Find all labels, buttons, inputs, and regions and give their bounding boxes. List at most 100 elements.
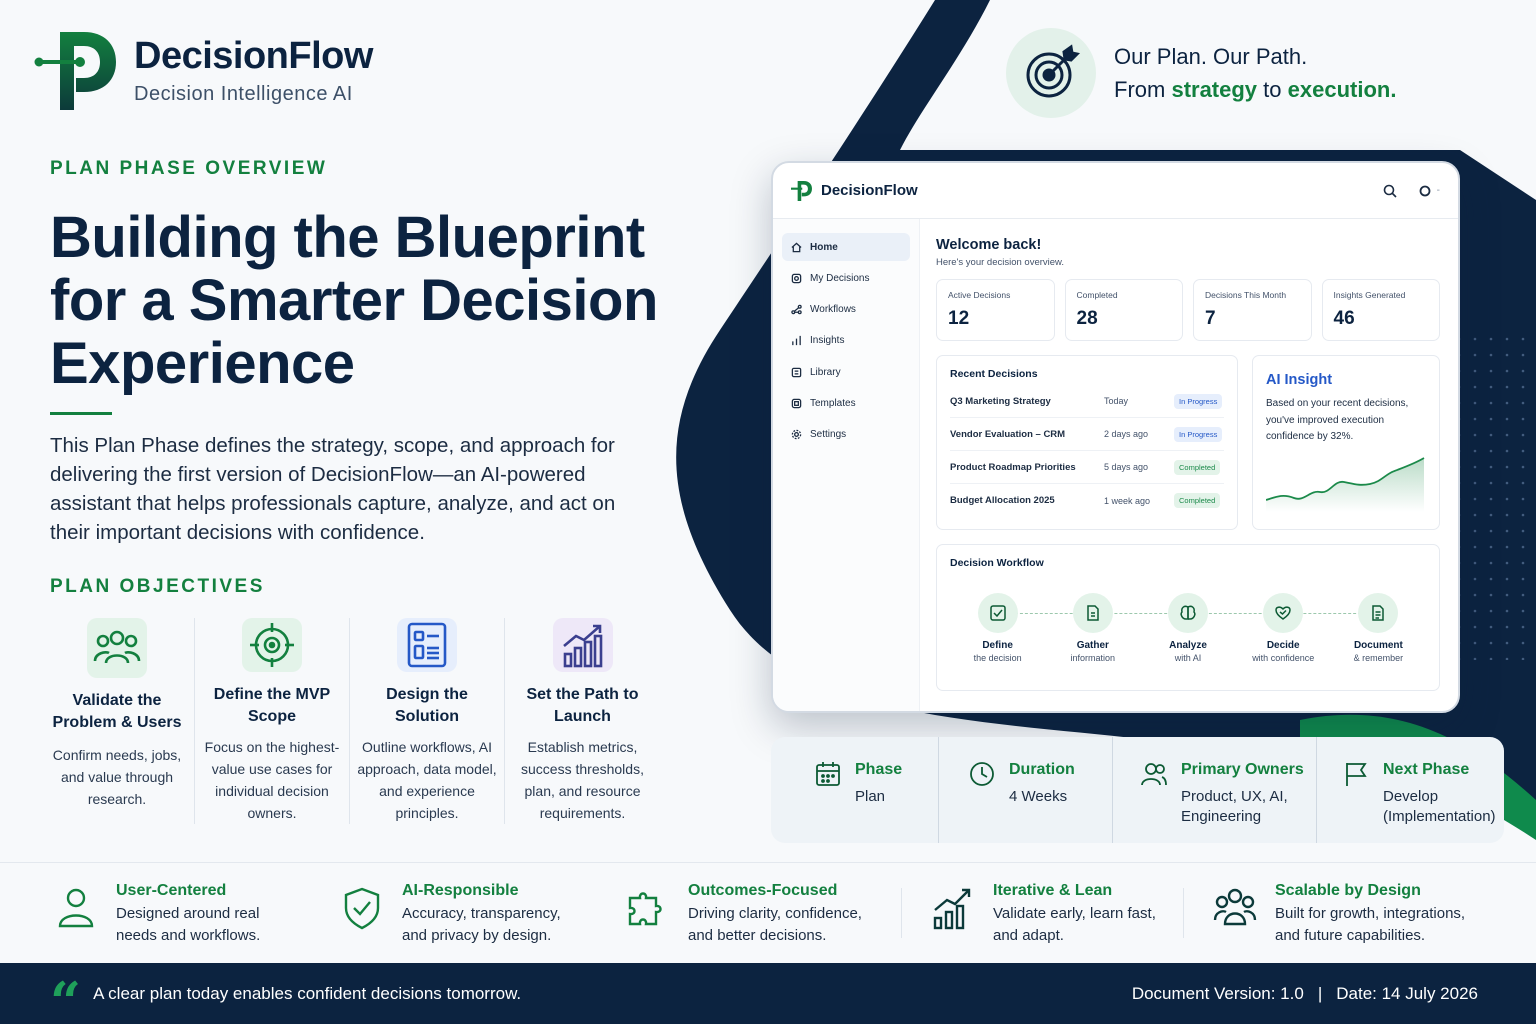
values-separator xyxy=(1183,888,1184,938)
status-badge: Completed xyxy=(1174,459,1221,475)
decision-workflow-card: Decision Workflow Define the decision Ga… xyxy=(936,544,1440,691)
sidebar-item-insights[interactable]: Insights xyxy=(782,327,910,355)
app-logo-text: DecisionFlow xyxy=(821,182,918,199)
welcome-title: Welcome back! xyxy=(936,237,1042,253)
footer-separator: | xyxy=(1317,983,1323,1003)
footer: “ A clear plan today enables confident d… xyxy=(0,963,1536,1024)
insight-trend-sparkline xyxy=(1265,456,1425,512)
ai-insight-card: AI Insight Based on your recent decision… xyxy=(1252,355,1440,530)
objectives-list: Validate the Problem & Users Confirm nee… xyxy=(40,618,660,824)
profile-menu-button[interactable]: - xyxy=(1419,185,1440,197)
document-date: Date: 14 July 2026 xyxy=(1336,983,1478,1003)
status-badge: Completed xyxy=(1174,493,1221,508)
growth-chart-icon xyxy=(552,618,613,672)
values-separator xyxy=(901,888,902,938)
recent-decisions-title: Recent Decisions xyxy=(950,368,1038,380)
decisions-icon xyxy=(791,273,802,284)
values-divider xyxy=(0,862,1536,863)
sidebar-item-templates[interactable]: Templates xyxy=(782,389,910,417)
workflows-icon xyxy=(791,304,802,315)
heart-check-icon xyxy=(1263,593,1304,633)
footer-quote: A clear plan today enables confident dec… xyxy=(93,983,522,1003)
sidebar-item-my-decisions[interactable]: My Decisions xyxy=(782,264,910,292)
checkbox-icon xyxy=(977,593,1018,633)
file-text-icon xyxy=(1358,593,1399,633)
workflow-step-document[interactable]: Document & remember xyxy=(1331,593,1426,663)
decisionflow-logo-icon xyxy=(34,32,116,110)
users-icon xyxy=(87,618,147,678)
decision-workflow-title: Decision Workflow xyxy=(950,557,1044,569)
brand-subtitle: Decision Intelligence AI xyxy=(134,82,353,105)
objectives-heading: PLAN OBJECTIVES xyxy=(50,576,265,597)
objective-item: Set the Path to Launch Establish metrics… xyxy=(505,618,660,824)
target-arrow-icon xyxy=(1006,28,1096,118)
puzzle-icon xyxy=(628,892,662,926)
workflow-step-decide[interactable]: Decide with confidence xyxy=(1236,593,1331,663)
app-window: DecisionFlow - Home My Decisions Workflo… xyxy=(771,161,1460,713)
ai-insight-text: Based on your recent decisions, you've i… xyxy=(1266,398,1409,442)
intro-paragraph: This Plan Phase defines the strategy, sc… xyxy=(50,434,616,544)
brand-header: DecisionFlow Decision Intelligence AI xyxy=(34,28,373,114)
person-icon xyxy=(58,888,94,928)
home-icon xyxy=(791,242,802,252)
objective-item: Define the MVP Scope Focus on the highes… xyxy=(195,618,350,824)
workflow-step-define[interactable]: Define the decision xyxy=(950,593,1045,663)
ai-insight-title: AI Insight xyxy=(1266,372,1333,388)
quote-icon: “ xyxy=(50,969,81,1024)
flag-icon xyxy=(1346,763,1367,786)
objective-item: Validate the Problem & Users Confirm nee… xyxy=(40,618,195,824)
sidebar-item-library[interactable]: Library xyxy=(782,358,910,386)
blueprint-icon xyxy=(397,618,457,672)
workflow-step-gather[interactable]: Gather information xyxy=(1045,593,1140,663)
calendar-icon xyxy=(816,762,840,786)
library-icon xyxy=(791,367,802,377)
clock-icon xyxy=(970,762,994,786)
page-headline: Building the Blueprint for a Smarter Dec… xyxy=(50,205,658,396)
status-badge: In Progress xyxy=(1174,426,1223,442)
team-icon xyxy=(1141,763,1167,786)
sidebar-item-home[interactable]: Home xyxy=(782,233,910,261)
workflow-step-analyze[interactable]: Analyze with AI xyxy=(1140,593,1235,663)
shield-check-icon xyxy=(344,887,380,930)
sidebar-item-workflows[interactable]: Workflows xyxy=(782,296,910,324)
tagline-line2: From strategy to execution. xyxy=(1114,77,1397,102)
chevron-down-icon: - xyxy=(1436,185,1440,196)
insights-icon xyxy=(792,336,801,346)
avatar-icon xyxy=(1419,185,1431,196)
overview-eyebrow: PLAN PHASE OVERVIEW xyxy=(50,158,328,179)
headline-divider xyxy=(50,412,112,415)
app-topbar: DecisionFlow - xyxy=(773,163,1458,219)
tagline: Our Plan. Our Path. From strategy to exe… xyxy=(1006,28,1396,118)
gear-icon xyxy=(791,430,802,440)
group-icon xyxy=(1213,888,1257,926)
document-version: Document Version: 1.0 xyxy=(1131,983,1304,1003)
templates-icon xyxy=(791,398,802,409)
status-badge: In Progress xyxy=(1174,393,1223,409)
app-sidebar: Home My Decisions Workflows Insights Lib… xyxy=(773,219,920,711)
document-icon xyxy=(1072,593,1113,633)
welcome-subtitle: Here's your decision overview. xyxy=(936,257,1065,268)
tagline-line1: Our Plan. Our Path. xyxy=(1114,44,1308,69)
search-icon[interactable] xyxy=(1383,184,1397,198)
sidebar-item-settings[interactable]: Settings xyxy=(782,421,910,449)
objective-item: Design the Solution Outline workflows, A… xyxy=(350,618,505,824)
